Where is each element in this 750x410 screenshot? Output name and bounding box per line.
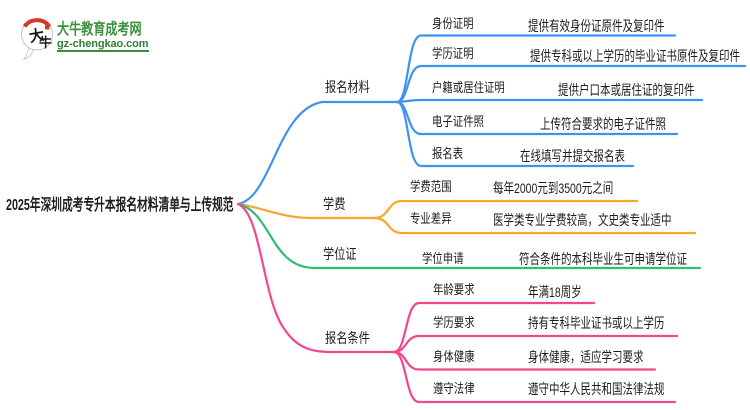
branch-label-degree: 学位证 [323, 246, 357, 262]
node-desc: 符合条件的本科毕业生可申请学位证 [519, 250, 687, 267]
node-label: 报名表 [432, 146, 464, 161]
node-desc: 每年2000元到3500元之间 [493, 180, 614, 196]
node-desc: 身体健康，适应学习要求 [528, 348, 644, 365]
branch-lines-conditions [236, 202, 679, 404]
node-desc: 提供专科或以上学历的毕业证书原件及复印件 [530, 48, 740, 64]
branch-label-materials: 报名材料 [325, 79, 370, 95]
branch-label-tuition: 学费 [323, 196, 346, 212]
node-desc: 遵守中华人民共和国法律法规 [528, 381, 665, 397]
node-label: 遵守法律 [433, 381, 475, 396]
node-label: 年龄要求 [433, 282, 475, 297]
branch-label-conditions: 报名条件 [325, 330, 370, 346]
node-label: 身份证明 [432, 15, 474, 31]
node-desc: 年满18周岁 [528, 284, 582, 300]
node-label: 身体健康 [433, 348, 475, 364]
node-label: 专业差异 [410, 211, 452, 226]
node-desc: 提供户口本或居住证的复印件 [558, 82, 695, 98]
site-name: 大牛教育成考网 [57, 20, 142, 38]
logo-bull-icon: 大 牛 [21, 18, 53, 61]
node-desc: 医学类专业学费较高，文史类专业适中 [493, 212, 672, 228]
logo-underline [57, 49, 149, 52]
node-desc: 持有专科毕业证书或以上学历 [528, 315, 665, 331]
node-label: 户籍或居住证明 [432, 80, 505, 95]
node-desc: 提供有效身份证原件及复印件 [528, 17, 665, 34]
node-label: 学位申请 [422, 250, 464, 266]
node-label: 学历证明 [432, 46, 474, 61]
mindmap-root-title: 2025年深圳成考专升本报名材料清单与上传规范 [6, 197, 234, 214]
branch-lines-materials [236, 34, 747, 206]
node-label: 电子证件照 [432, 114, 485, 129]
node-desc: 上传符合要求的电子证件照 [540, 116, 666, 132]
branch-lines-degree [236, 202, 702, 270]
node-label: 学费范围 [410, 179, 452, 194]
site-url: gz-chengkao.com [57, 37, 149, 50]
logo-char-niu: 牛 [39, 35, 52, 50]
branch-lines-tuition [236, 199, 697, 235]
logo-char-da: 大 [28, 26, 46, 46]
node-label: 学历要求 [433, 315, 475, 330]
node-desc: 在线填写并提交报名表 [520, 148, 625, 164]
